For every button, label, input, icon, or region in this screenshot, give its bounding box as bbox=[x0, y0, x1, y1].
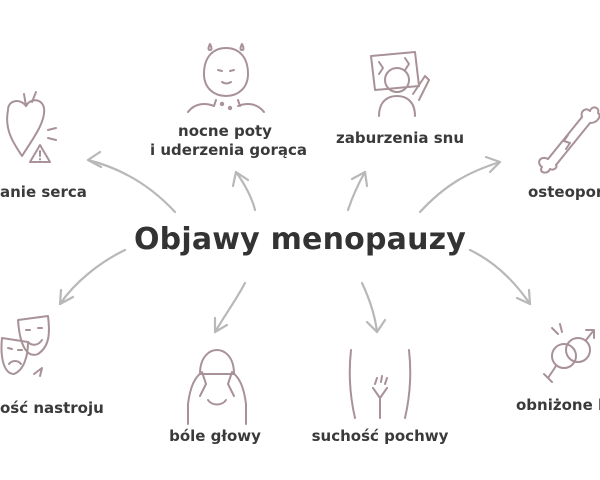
arrow-to-osteoporosis bbox=[418, 155, 502, 214]
arrow-to-heart bbox=[86, 150, 177, 214]
arrow-to-night-sweats bbox=[231, 170, 257, 212]
label-night-sweats-line2: i uderzenia gorąca bbox=[150, 141, 307, 159]
label-night-sweats-line1: nocne poty bbox=[178, 122, 272, 140]
insomnia-icon bbox=[370, 51, 430, 117]
heart-warning-icon bbox=[6, 91, 57, 163]
sweating-head-icon bbox=[187, 43, 265, 113]
label-heart: anie serca bbox=[0, 183, 87, 201]
arrow-to-headache bbox=[213, 281, 247, 334]
theater-masks-icon bbox=[0, 315, 50, 377]
label-libido: obniżone li bbox=[516, 396, 600, 414]
gender-symbols-icon bbox=[543, 323, 595, 383]
arrow-to-dryness bbox=[360, 281, 387, 334]
headache-icon bbox=[187, 349, 247, 425]
body-dryness-icon bbox=[348, 349, 412, 419]
label-headache: bóle głowy bbox=[169, 427, 261, 445]
label-sleep: zaburzenia snu bbox=[335, 129, 465, 147]
arrow-to-sleep bbox=[346, 170, 369, 212]
label-osteoporosis: osteopor bbox=[528, 183, 600, 201]
label-night-sweats: nocne poty i uderzenia gorąca bbox=[150, 122, 307, 160]
bone-icon bbox=[538, 106, 600, 174]
diagram-title: Objawy menopauzy bbox=[133, 222, 467, 257]
arrow-to-mood bbox=[58, 248, 127, 306]
label-dryness: suchość pochwy bbox=[311, 427, 449, 445]
arrow-to-libido bbox=[468, 248, 532, 306]
label-mood: ość nastroju bbox=[0, 399, 104, 417]
